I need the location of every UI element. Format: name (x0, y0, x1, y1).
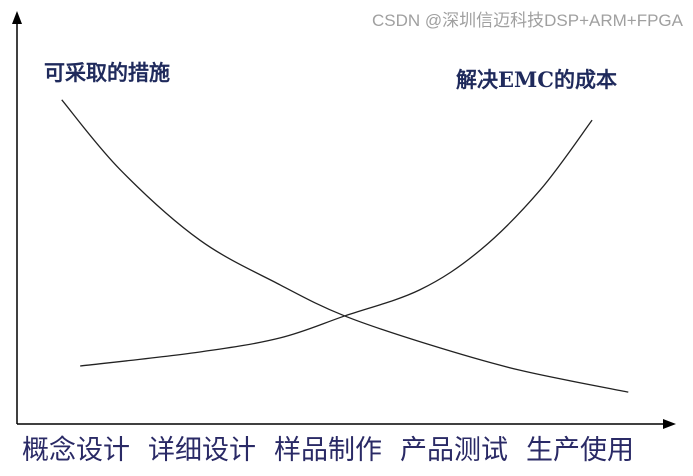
x-tick-labels: 概念设计 详细设计 样品制作 产品测试 生产使用 (22, 428, 634, 467)
x-tick-label: 产品测试 (400, 435, 508, 466)
watermark: CSDN @深圳信迈科技DSP+ARM+FPGA (371, 11, 683, 30)
x-tick-label: 概念设计 (22, 435, 130, 466)
series-label-measures: 可采取的措施 (44, 60, 170, 85)
series-label-emc-cost: 解决EMC的成本 (456, 67, 617, 92)
x-axis-arrow (663, 419, 676, 429)
series-line-emc-cost (80, 119, 593, 367)
y-axis-arrow (12, 11, 22, 24)
x-tick-label: 生产使用 (526, 435, 634, 466)
series-line-measures (61, 99, 629, 393)
x-tick-label: 详细设计 (148, 435, 256, 466)
x-tick-label: 样品制作 (274, 435, 382, 466)
